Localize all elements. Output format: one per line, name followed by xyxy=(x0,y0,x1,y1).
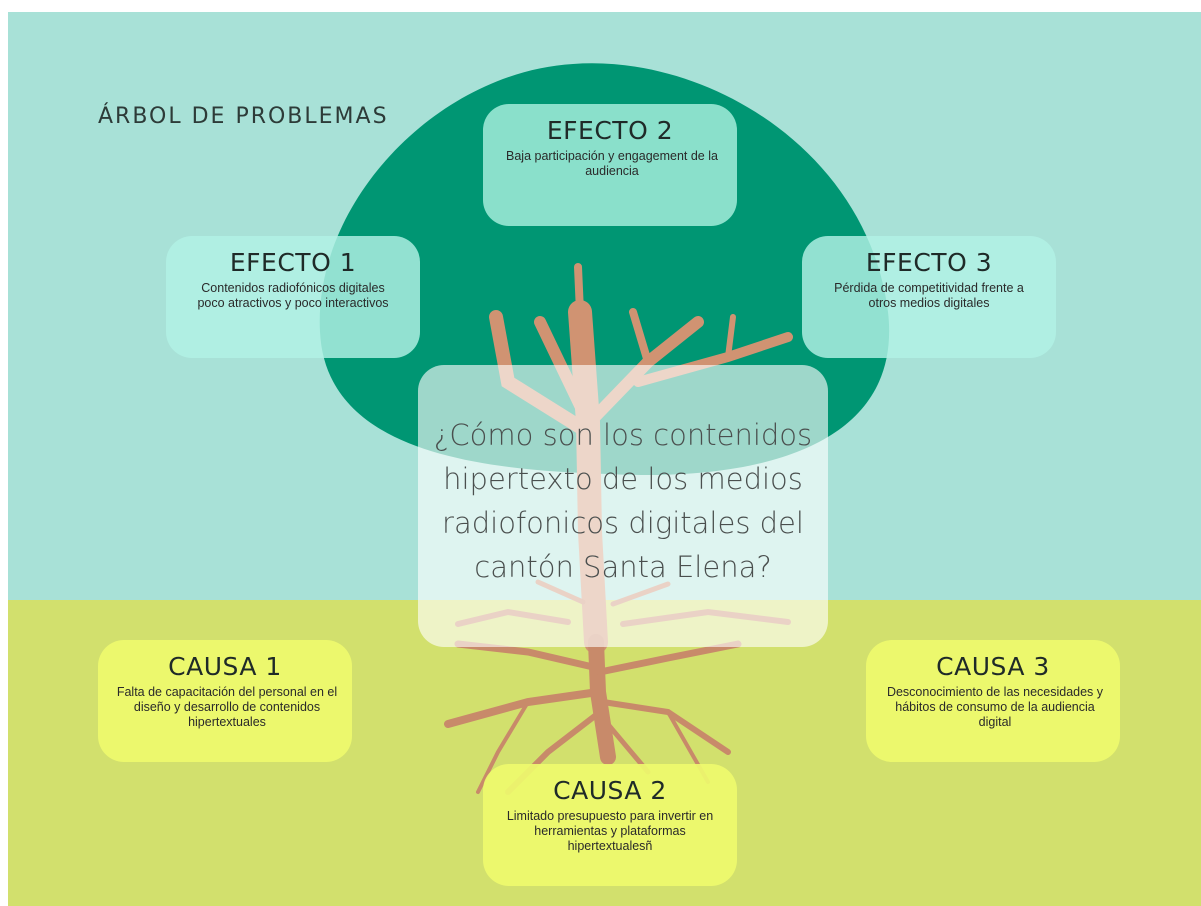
effect-1-text: Contenidos radiofónicos digitales poco a… xyxy=(197,281,389,310)
diagram-title: ÁRBOL DE PROBLEMAS xyxy=(98,104,389,129)
effect-3-heading: EFECTO 3 xyxy=(865,248,993,277)
cause-1-heading: CAUSA 1 xyxy=(168,652,282,681)
cause-1-text: Falta de capacitación del personal en el… xyxy=(116,685,338,729)
effect-card-2: EFECTO 2 Baja participación y engagement… xyxy=(483,104,737,226)
cause-card-2: CAUSA 2 Limitado presupuesto para invert… xyxy=(483,764,737,886)
effect-2-text: Baja participación y engagement de la au… xyxy=(506,149,718,178)
cause-card-1: CAUSA 1 Falta de capacitación del person… xyxy=(98,640,352,762)
cause-3-text: Desconocimiento de las necesidades y háb… xyxy=(886,685,1104,729)
effect-2-heading: EFECTO 2 xyxy=(546,116,674,145)
central-question: ¿Cómo son los contenidos hipertexto de l… xyxy=(433,418,813,584)
central-question-box: ¿Cómo son los contenidos hipertexto de l… xyxy=(418,365,828,647)
cause-2-heading: CAUSA 2 xyxy=(553,776,667,805)
effect-card-1: EFECTO 1 Contenidos radiofónicos digital… xyxy=(166,236,420,358)
cause-3-heading: CAUSA 3 xyxy=(936,652,1050,681)
effect-3-text: Pérdida de competitividad frente a otros… xyxy=(834,281,1024,310)
problem-tree-diagram: ÁRBOL DE PROBLEMAS EFECTO 1 Contenidos r… xyxy=(8,12,1201,906)
cause-card-3: CAUSA 3 Desconocimiento de las necesidad… xyxy=(866,640,1120,762)
cause-2-text: Limitado presupuesto para invertir en he… xyxy=(506,809,714,853)
effect-card-3: EFECTO 3 Pérdida de competitividad frent… xyxy=(802,236,1056,358)
effect-1-heading: EFECTO 1 xyxy=(229,248,357,277)
